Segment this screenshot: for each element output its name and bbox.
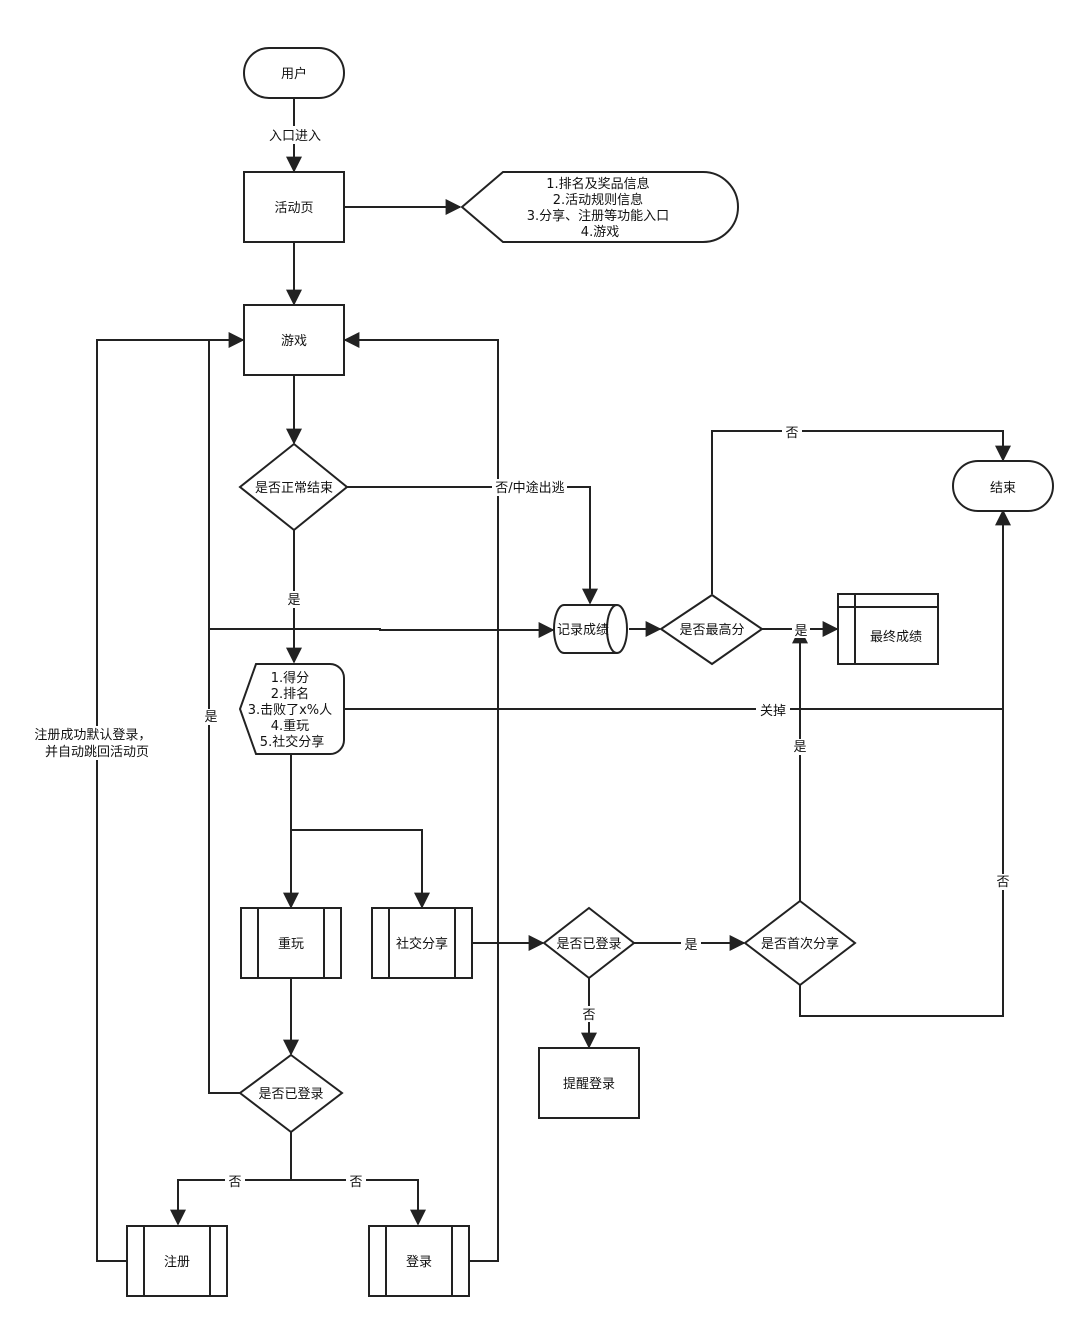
node-first-share: 是否首次分享 [743, 899, 857, 987]
svg-text:重玩: 重玩 [278, 936, 304, 952]
label-no-login: 否 [349, 1175, 362, 1190]
node-activity-page: 活动页 [243, 171, 345, 243]
svg-text:1.排名及奖品信息 2.活动规则信息: 1.排名及奖品信息 2.活动规则信息 3.分享、注册等功能入口 4.游戏 [527, 176, 674, 240]
label-yes-highest: 是 [794, 624, 807, 639]
svg-text:1.得分 2.排名 3.击败了x%人: 1.得分 2.排名 3.击败了x%人 4.重玩 5.社交分享 [248, 670, 337, 750]
edge-result-share [291, 829, 430, 909]
node-record-score: 记录成绩 [553, 604, 628, 654]
node-replay: 重玩 [240, 907, 342, 979]
svg-text:注册: 注册 [164, 1255, 190, 1270]
connectors [96, 98, 1011, 1262]
svg-text:是否正常结束: 是否正常结束 [255, 481, 333, 496]
label-yes-first-share: 是 [793, 740, 806, 755]
svg-text:用户: 用户 [281, 66, 307, 82]
edge-labels: 入口进入 否/中途出逃 是 否 是 关掉 是 否 是 否 是 否 否 注册成功默… [34, 126, 1012, 1190]
node-user: 用户 [243, 47, 345, 99]
node-login: 登录 [368, 1225, 470, 1297]
svg-text:社交分享: 社交分享 [396, 936, 448, 952]
svg-text:是否已登录: 是否已登录 [258, 1087, 323, 1102]
node-game: 游戏 [243, 304, 345, 376]
node-activity-info: 1.排名及奖品信息 2.活动规则信息 3.分享、注册等功能入口 4.游戏 [460, 171, 739, 243]
node-normal-end: 是否正常结束 [238, 442, 349, 532]
label-yes-normal: 是 [287, 593, 300, 608]
svg-text:最终成绩: 最终成绩 [870, 629, 922, 645]
label-yes-logged-share: 是 [684, 938, 697, 953]
node-end: 结束 [952, 460, 1054, 512]
svg-text:记录成绩: 记录成绩 [557, 623, 609, 638]
node-logged-in-replay: 是否已登录 [238, 1053, 344, 1134]
svg-text:是否已登录: 是否已登录 [556, 937, 621, 952]
node-final-score: 最终成绩 [837, 593, 939, 665]
label-entry: 入口进入 [269, 129, 321, 144]
svg-text:结束: 结束 [990, 481, 1016, 496]
label-no-register: 否 [228, 1175, 241, 1190]
node-result-info: 1.得分 2.排名 3.击败了x%人 4.重玩 5.社交分享 [238, 663, 345, 755]
label-no-logged-share: 否 [582, 1008, 595, 1023]
edge-normal-end-abort [347, 486, 598, 605]
label-no-highest: 否 [785, 426, 798, 441]
edge-first-no-end [799, 709, 1004, 1017]
label-register-success: 注册成功默认登录， 并自动跳回活动页 [34, 727, 155, 760]
svg-text:游戏: 游戏 [281, 334, 307, 349]
node-social-share: 社交分享 [371, 907, 473, 979]
edge-highest-no-end [711, 430, 1011, 594]
edge-login-back [343, 332, 499, 1262]
svg-text:活动页: 活动页 [274, 201, 313, 216]
svg-text:是否首次分享: 是否首次分享 [761, 936, 839, 952]
label-yes-logged-replay: 是 [204, 710, 217, 725]
edge-register-back [96, 339, 209, 1262]
label-abort: 否/中途出逃 [495, 480, 564, 496]
edge-logged-no-login [291, 1179, 426, 1226]
svg-text:是否最高分: 是否最高分 [679, 622, 744, 638]
node-remind-login: 提醒登录 [538, 1047, 640, 1119]
node-logged-in-share: 是否已登录 [542, 906, 636, 980]
node-register: 注册 [126, 1225, 228, 1297]
label-close: 关掉 [760, 704, 786, 719]
node-highest-score: 是否最高分 [659, 593, 764, 666]
svg-text:登录: 登录 [406, 1255, 432, 1270]
svg-text:提醒登录: 提醒登录 [563, 1076, 615, 1092]
label-no-first-share: 否 [996, 875, 1009, 890]
edge-yes-record [209, 622, 555, 638]
